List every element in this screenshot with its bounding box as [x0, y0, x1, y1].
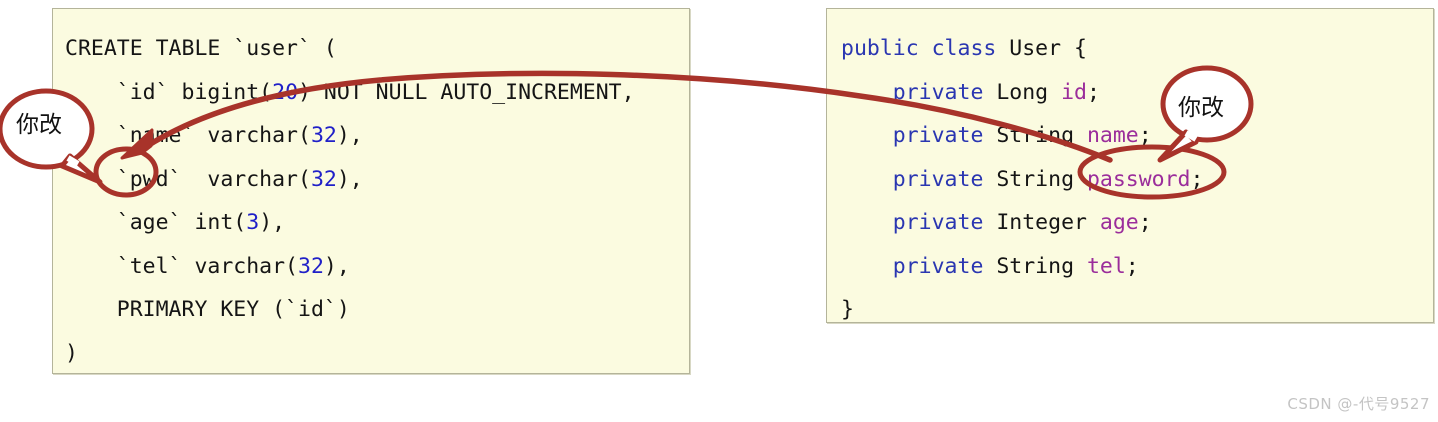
- sql-token: `pwd` varchar(: [116, 166, 311, 192]
- java-token: id: [1061, 79, 1087, 105]
- sql-token: `name` varchar(: [116, 123, 311, 148]
- sql-token: CREATE TABLE `user` (: [65, 36, 337, 61]
- sql-line: `tel` varchar(32),: [53, 245, 689, 289]
- sql-line: CREATE TABLE `user` (: [53, 27, 689, 71]
- sql-token: ),: [336, 166, 363, 192]
- java-token: ;: [1190, 166, 1204, 192]
- java-line: private String password;: [827, 158, 1433, 202]
- java-token: name: [1086, 123, 1139, 148]
- java-token: ;: [1086, 79, 1100, 105]
- sql-token: PRIMARY KEY (`id`): [116, 297, 350, 322]
- java-code-block: public class User { private Long id; pri…: [827, 9, 1433, 332]
- sql-token: ) NOT NULL AUTO_INCREMENT,: [298, 79, 635, 105]
- sql-token: `age` int(: [116, 210, 247, 235]
- java-token: Long: [996, 79, 1062, 105]
- java-token: }: [841, 297, 854, 322]
- java-token: private: [892, 166, 997, 192]
- java-line: private String name;: [827, 114, 1433, 158]
- sql-line: `pwd` varchar(32),: [53, 158, 689, 202]
- sql-token: 32: [310, 166, 337, 192]
- java-token: Integer: [996, 210, 1100, 235]
- java-line: private Integer age;: [827, 201, 1433, 245]
- sql-token: 32: [298, 253, 324, 279]
- java-token: ;: [1125, 253, 1139, 279]
- sql-token: 3: [246, 210, 260, 235]
- java-token: String: [996, 166, 1087, 192]
- java-line: private Long id;: [827, 71, 1433, 115]
- sql-code-block: CREATE TABLE `user` ( `id` bigint(20) NO…: [53, 9, 689, 375]
- sql-line: `age` int(3),: [53, 201, 689, 245]
- sql-line: `id` bigint(20) NOT NULL AUTO_INCREMENT,: [53, 71, 689, 115]
- java-line: }: [827, 288, 1433, 332]
- sql-line: `name` varchar(32),: [53, 114, 689, 158]
- sql-token: ): [65, 340, 78, 366]
- java-token: public class: [841, 36, 1010, 61]
- java-token: private: [892, 210, 997, 235]
- sql-token: ),: [259, 210, 286, 235]
- sql-line: PRIMARY KEY (`id`): [53, 288, 689, 332]
- java-token: ;: [1138, 210, 1152, 235]
- java-token: User {: [1009, 36, 1087, 61]
- java-token: private: [892, 123, 997, 148]
- sql-token: 32: [310, 123, 337, 148]
- java-token: private: [892, 79, 997, 105]
- sql-token: `tel` varchar(: [116, 253, 298, 279]
- java-code-panel: public class User { private Long id; pri…: [826, 8, 1434, 323]
- sql-code-panel: CREATE TABLE `user` ( `id` bigint(20) NO…: [52, 8, 690, 374]
- sql-token: ),: [336, 123, 363, 148]
- sql-token: `id` bigint(: [116, 79, 273, 105]
- java-line: private String tel;: [827, 245, 1433, 289]
- sql-token: ),: [323, 253, 350, 279]
- java-token: String: [996, 123, 1087, 148]
- java-token: String: [996, 253, 1087, 279]
- java-token: age: [1099, 210, 1139, 235]
- java-line: public class User {: [827, 27, 1433, 71]
- callout-left-label: 你改: [16, 112, 62, 138]
- java-token: password: [1086, 166, 1191, 192]
- callout-right-label: 你改: [1178, 95, 1224, 121]
- csdn-watermark: CSDN @-代号9527: [1287, 395, 1430, 413]
- sql-line: ): [53, 332, 689, 376]
- java-token: private: [892, 253, 997, 279]
- java-token: tel: [1086, 253, 1126, 279]
- java-token: ;: [1138, 123, 1152, 148]
- sql-token: 20: [272, 79, 299, 105]
